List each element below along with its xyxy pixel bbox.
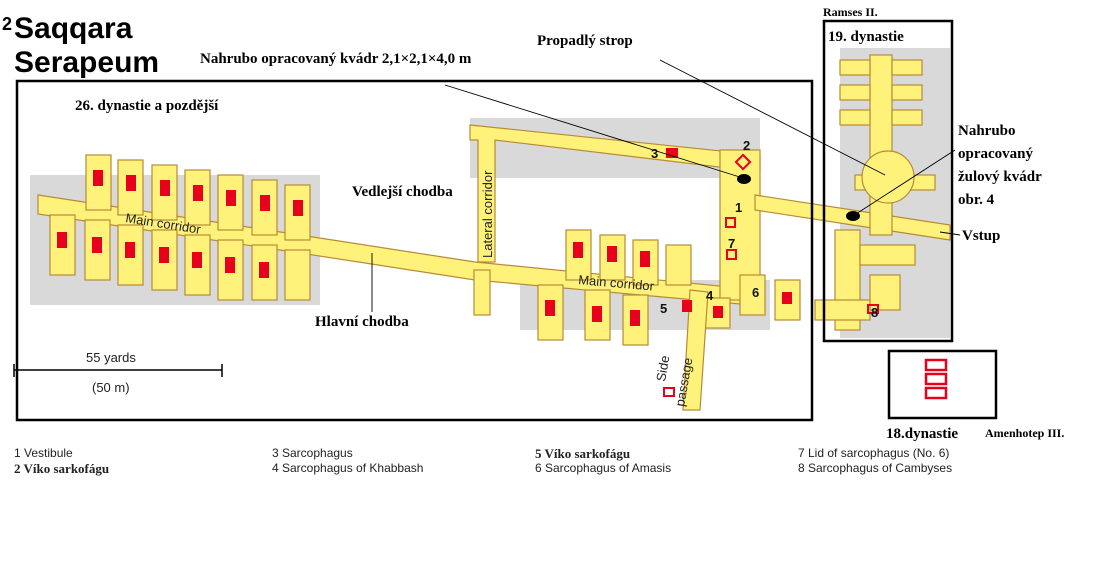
dyn18-box — [887, 349, 998, 420]
dyn26-box — [15, 79, 814, 422]
legend-col-3: 5 Víko sarkofágu 6 Sarcophagus of Amasis — [535, 446, 671, 476]
legend-col-2: 3 Sarcophagus 4 Sarcophagus of Khabbash — [272, 446, 423, 476]
side-label-1: Side — [653, 354, 672, 382]
label-main-cz: Hlavní chodba — [315, 314, 409, 330]
num-2: 2 — [743, 138, 750, 153]
label-dyn19: 19. dynastie — [828, 29, 904, 45]
pointer-lines — [371, 59, 961, 312]
label-lateral-cz: Vedlejší chodba — [352, 184, 453, 200]
scale-bar: 55 yards (50 m) — [13, 350, 223, 395]
num-3: 3 — [651, 146, 658, 161]
label-entrance: Vstup — [962, 228, 1000, 244]
label-granite-4: obr. 4 — [958, 192, 995, 208]
label-block-rough: Nahrubo opracovaný kvádr 2,1×2,1×4,0 m — [200, 51, 472, 67]
legend-item: 3 Sarcophagus — [272, 446, 353, 460]
legend-item: 6 Sarcophagus of Amasis — [535, 461, 672, 475]
scale-yards: 55 yards — [86, 350, 136, 365]
legend-item: 7 Lid of sarcophagus (No. 6) — [798, 446, 950, 460]
legend-item: 8 Sarcophagus of Cambyses — [798, 461, 953, 475]
legend-item: 4 Sarcophagus of Khabbash — [272, 461, 424, 475]
num-8: 8 — [871, 305, 878, 320]
num-6: 6 — [752, 285, 759, 300]
legend-col-1: 1 Vestibule 2 Víko sarkofágu — [14, 446, 109, 476]
num-7: 7 — [728, 236, 735, 251]
legend-col-4: 7 Lid of sarcophagus (No. 6) 8 Sarcophag… — [798, 446, 952, 476]
figure-number: 2 — [2, 14, 12, 34]
legend-item: 5 Víko sarkofágu — [535, 446, 631, 461]
label-ceiling: Propadlý strop — [537, 33, 633, 49]
dyn19-box — [822, 19, 954, 343]
dyn18-sarcophagi — [924, 358, 948, 400]
label-amenhotep: Amenhotep III. — [985, 426, 1064, 440]
lateral-corridor-label: Lateral corridor — [480, 170, 495, 258]
legend-item: 2 Víko sarkofágu — [14, 461, 110, 476]
label-granite-3: žulový kvádr — [958, 169, 1042, 185]
title-line2: Serapeum — [14, 46, 159, 79]
main-corridor-east: Main corridor — [578, 272, 656, 294]
legend-item: 1 Vestibule — [14, 446, 73, 460]
label-granite-1: Nahrubo — [958, 123, 1016, 139]
title-line1: Saqqara — [14, 12, 133, 45]
num-5: 5 — [660, 301, 667, 316]
passages — [37, 54, 951, 411]
num-1: 1 — [735, 200, 742, 215]
scale-meters: (50 m) — [92, 380, 130, 395]
label-granite-2: opracovaný — [958, 146, 1034, 162]
label-ramses: Ramses II. — [823, 5, 878, 19]
label-dyn18: 18.dynastie — [886, 426, 958, 442]
label-dyn26: 26. dynastie a pozdější — [75, 98, 219, 114]
num-4: 4 — [706, 288, 714, 303]
